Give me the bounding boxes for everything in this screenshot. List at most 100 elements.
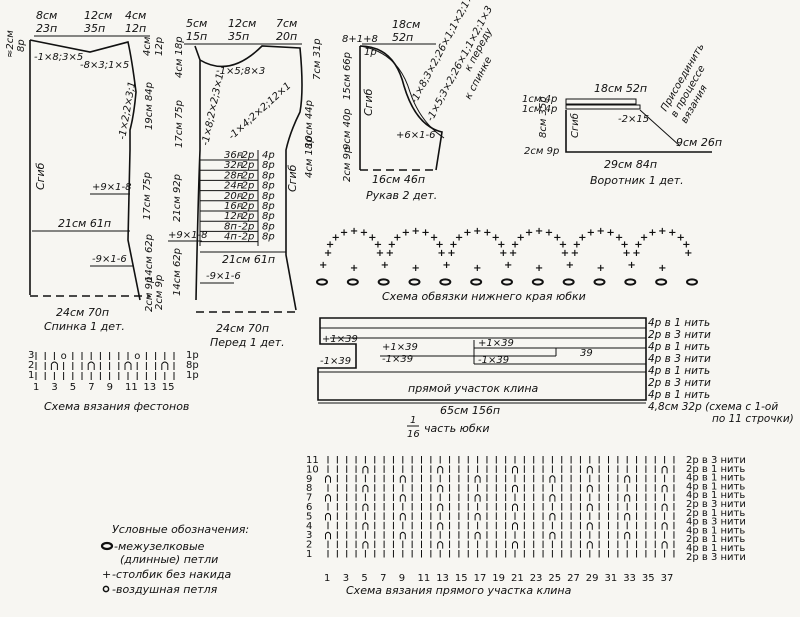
front-step-dec: -2р	[238, 170, 254, 181]
festoon-row-label: 1р	[186, 350, 199, 361]
sleeve-fold: Сгиб	[362, 88, 375, 116]
festoon-arch	[50, 361, 58, 370]
straight-row-num: 2	[306, 540, 312, 551]
legend-item-1: -межузелковые	[114, 540, 205, 553]
front-step-st: 12п	[224, 211, 244, 222]
edging-stitch: +	[545, 228, 553, 239]
front-step-rows: 8р	[262, 201, 275, 212]
straight-arch	[362, 484, 369, 493]
front-step-st: 24п	[224, 181, 244, 192]
front-right-v-top: 7см 31р	[312, 38, 323, 80]
collar-bottom: 29см 84п	[604, 158, 657, 171]
edging-stitch: +	[622, 248, 630, 259]
straight-arch	[399, 475, 406, 483]
straight-row-num: 6	[306, 502, 312, 513]
skirt-row-label-6: 2р в 3 нити	[648, 377, 711, 389]
edging-long-loop	[316, 278, 328, 286]
skirt-mark-3: +1×39	[478, 338, 514, 349]
skirt-mark-5: -1×39	[320, 356, 351, 367]
straight-arch	[325, 531, 331, 540]
edging-stitch: +	[430, 232, 438, 243]
edging-stitch: +	[571, 248, 579, 259]
edging-stitch: +	[561, 248, 569, 259]
edging-stitch: +	[360, 228, 368, 239]
front-top-cm-2: 12см	[228, 17, 256, 30]
skirt-row-label-1: 4р в 1 нить	[648, 317, 710, 329]
straight-arch	[325, 494, 331, 502]
edging-stitch: +	[597, 263, 605, 274]
edging-stitch: +	[442, 260, 450, 271]
front-step-dec: -2р	[238, 160, 254, 171]
straight-col-num: 29	[586, 573, 599, 584]
front-top-cm-1: 5см	[186, 17, 207, 30]
front-armhole-l: -1×8;2×2;3×1	[200, 72, 226, 146]
skirt-outline	[317, 317, 647, 401]
edging-stitch: +	[491, 232, 499, 243]
front-right-v2: 4см 18р	[304, 136, 315, 178]
edging-stitch: +	[412, 263, 420, 274]
sleeve-bottom-v: 2см 9р	[342, 147, 353, 182]
straight-col-num: 19	[492, 573, 505, 584]
edging-stitch: +	[350, 263, 358, 274]
festoon-title: Схема вязания фестонов	[44, 400, 189, 413]
straight-col-num: 17	[474, 573, 487, 584]
front-armhole-r: -1×4;2×2;12×1	[227, 81, 294, 143]
straight-col-num: 13	[436, 573, 449, 584]
sleeve-mid-v: 9см 40р	[342, 108, 353, 150]
straight-row-num: 5	[306, 511, 312, 522]
front-right-v: 10см 44р	[304, 100, 315, 148]
collar-r2: 1см 4р	[522, 104, 557, 115]
front-step-dec: -2р	[238, 181, 254, 192]
front-step-rows: 4р	[262, 150, 275, 161]
straight-arch	[549, 494, 556, 502]
back-low-v: 14см 62р	[144, 234, 155, 282]
front-title: Перед 1 дет.	[210, 336, 285, 349]
edging-long-loop	[470, 278, 483, 286]
back-bottom: 24см 70п	[56, 306, 109, 319]
front-step-st: 32п	[224, 160, 244, 171]
festoon-col-num: 5	[70, 382, 76, 393]
straight-arch	[624, 531, 631, 540]
straight-chart-title: Схема вязания прямого участка клина	[346, 584, 572, 597]
festoon-row-label: 8р	[186, 360, 199, 371]
edging-stitch: +	[386, 248, 394, 259]
edging-stitch: +	[437, 248, 445, 259]
festoon-arch	[124, 361, 132, 370]
edging-long-loop	[624, 278, 637, 286]
front-bottom: 24см 70п	[216, 322, 269, 335]
edging-stitch: +	[412, 226, 420, 237]
skirt-row-label-3: 4р в 1 нить	[648, 341, 710, 353]
collar-band-2	[565, 104, 641, 110]
straight-arch	[437, 522, 444, 530]
straight-row-label: 4р в 1 нить	[686, 481, 745, 492]
straight-arch	[362, 465, 369, 474]
edging-long-loop	[408, 278, 421, 286]
edging-stitch: +	[381, 260, 389, 271]
sleeve-bottom: 16см 46п	[372, 173, 425, 186]
festoon-col-num: 9	[107, 382, 113, 393]
edging-long-loop	[593, 278, 606, 286]
straight-col-num: 1	[324, 573, 330, 584]
straight-row-label: 2р в 3 нити	[686, 552, 746, 563]
edging-stitch: +	[578, 232, 586, 243]
front-step-dec: -2р	[238, 201, 254, 212]
legend-item-3: -столбик без накида	[112, 568, 231, 581]
back-top-st-3: 12п	[125, 22, 146, 35]
front-step-st: 8п	[224, 221, 237, 232]
skirt-wedge: +1×39 +1×39 +1×39 39 -1×39 -1×39 -1×39 п…	[317, 317, 794, 440]
edging-stitch: +	[620, 240, 628, 251]
skirt-frac-num: 1	[410, 415, 416, 426]
skirt-row-label-2: 2р в 3 нити	[648, 329, 711, 341]
edging-stitch: +	[435, 240, 443, 251]
front-right-outline	[199, 45, 303, 311]
skirt-frac-text: часть юбки	[424, 422, 490, 435]
straight-arch	[399, 494, 406, 502]
edging-long-loop	[377, 278, 390, 286]
back-shoulder-left: -1×8;3×5	[34, 52, 83, 63]
straight-arch	[474, 512, 481, 521]
straight-row-num: 4	[306, 521, 312, 532]
straight-arch	[325, 512, 331, 521]
back-piece: 8см 23п 12см 35п 4см 12п ≈2см 8р -1×8;3×…	[5, 9, 165, 333]
straight-arch	[586, 503, 593, 511]
edging-stitch: +	[682, 240, 690, 251]
